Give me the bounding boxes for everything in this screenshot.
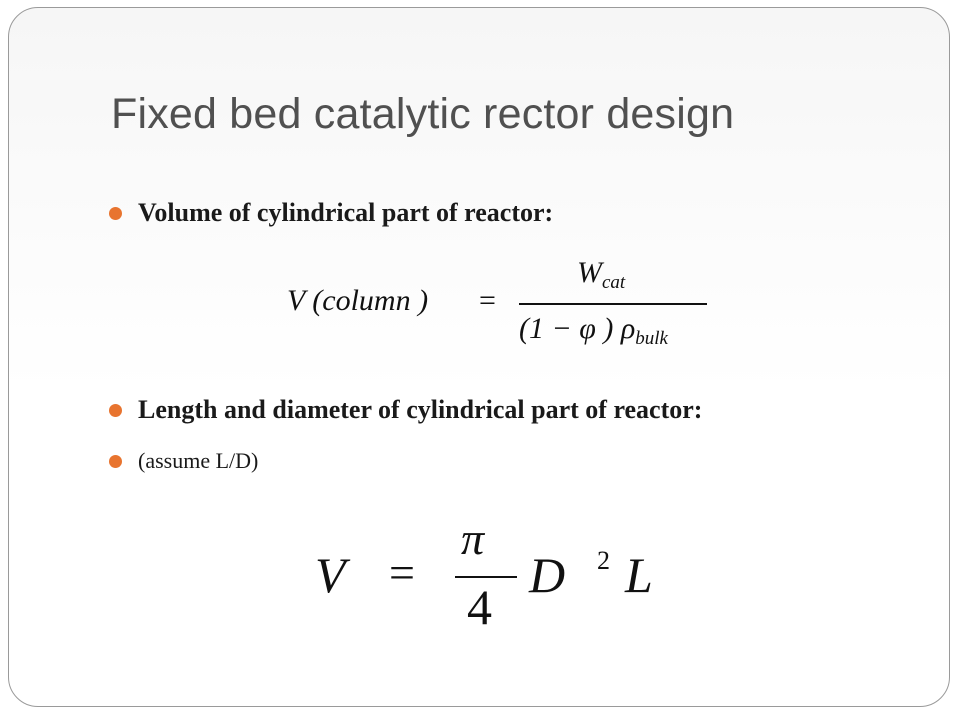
equation-numerator: Wcat — [577, 256, 625, 294]
equation-lhs: V (column ) — [287, 284, 429, 317]
equals-sign: = — [479, 284, 496, 317]
bullet-length-diameter: Length and diameter of cylindrical part … — [109, 395, 702, 425]
volume-equation: V (column ) = Wcat (1 − φ ) ρbulk — [287, 256, 727, 358]
equation-denominator: (1 − φ ) ρbulk — [519, 312, 668, 350]
denominator-subscript: bulk — [635, 328, 668, 349]
numerator-subscript: cat — [602, 272, 626, 293]
fraction-bar — [455, 576, 517, 578]
length-symbol: L — [625, 547, 653, 603]
equals-sign: = — [389, 547, 415, 598]
numerator-symbol: W — [577, 256, 602, 289]
bullet-volume: Volume of cylindrical part of reactor: — [109, 198, 553, 228]
bullet-text: Length and diameter of cylindrical part … — [138, 395, 703, 424]
exponent: 2 — [597, 546, 610, 575]
fraction-bar — [519, 303, 707, 305]
equation-lhs: V — [315, 547, 346, 603]
pi-numerator: π — [461, 513, 485, 564]
bullet-text: Volume of cylindrical part of reactor: — [138, 198, 554, 227]
bullet-assume: (assume L/D) — [109, 448, 258, 474]
bullet-text: (assume L/D) — [138, 448, 259, 473]
slide: Fixed bed catalytic rector design Volume… — [8, 7, 950, 707]
cylinder-volume-equation: V = π 4 D 2 L — [311, 513, 671, 638]
slide-title: Fixed bed catalytic rector design — [111, 90, 735, 138]
bullet-dot-icon — [109, 454, 122, 468]
diameter-symbol: D — [529, 547, 566, 603]
bullet-dot-icon — [109, 403, 122, 417]
denominator-expression: (1 − φ ) ρ — [519, 312, 636, 345]
bullet-dot-icon — [109, 206, 122, 220]
denominator-four: 4 — [467, 579, 492, 635]
